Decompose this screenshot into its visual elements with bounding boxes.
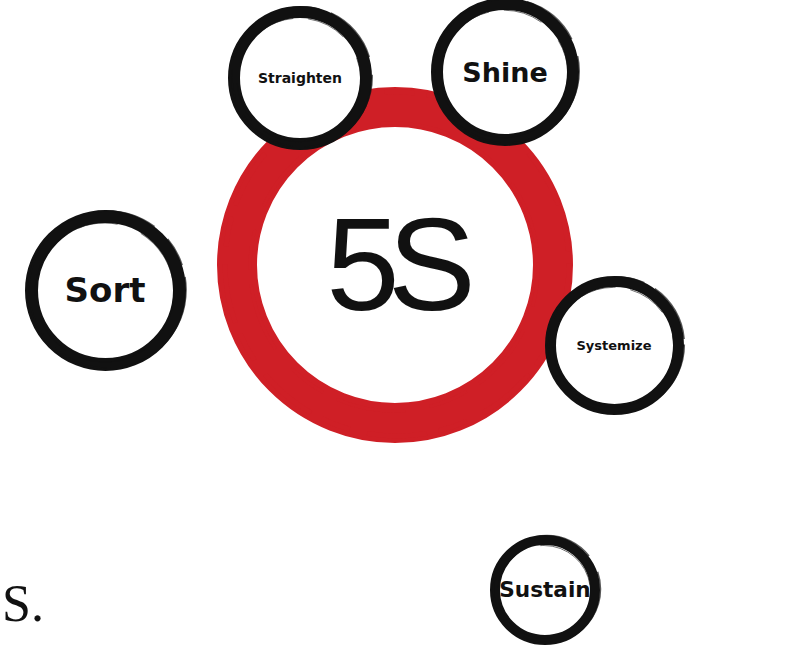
text-group: 5S [326,199,463,331]
text-group: Sort [65,273,146,307]
step-name: Straighten [258,71,342,85]
step-name: Sustain [499,579,590,601]
step-circle: Straighten [222,0,378,156]
center-title: 5S [326,199,463,331]
step-name: Systemize [577,339,652,352]
step-circle: Shine [425,0,585,152]
text-group: Systemize [577,339,652,352]
text-group: Sustain [499,579,590,601]
step-name: Sort [65,273,146,307]
text-group: Straighten [258,71,342,85]
step-circle: Sort [19,204,192,377]
step-circle: Sustain [484,529,606,649]
text-group: Shine [462,59,547,86]
step-name: Shine [462,59,547,86]
step-circle: Systemize [539,270,690,421]
fragment-text: S. [2,578,44,630]
